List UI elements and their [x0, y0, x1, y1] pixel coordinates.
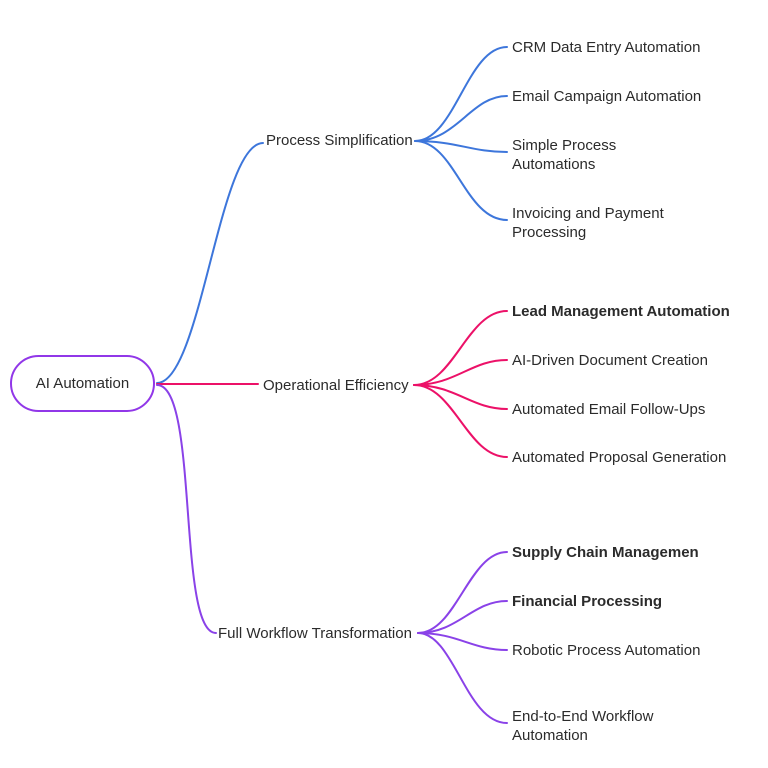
leaf-label-end-to-end-workflow-automation: End-to-End Workflow Automation [512, 708, 654, 744]
edge-full-workflow-end-to-end [417, 632, 508, 724]
branch-label-full-workflow-transformation: Full Workflow Transformation [218, 625, 412, 642]
edge-full-workflow-supply-chain [417, 551, 508, 634]
leaf-label-lead-management-automation: Lead Management Automation [512, 303, 730, 320]
leaf-label-supply-chain-managemen: Supply Chain Managemen [512, 544, 699, 561]
leaf-label-financial-processing: Financial Processing [512, 593, 663, 610]
leaf-label-ai-driven-document-creation: AI-Driven Document Creation [512, 352, 708, 369]
edge-process-simplification-simple-process [414, 140, 508, 153]
edge-operational-efficiency-proposal-generation [413, 384, 508, 458]
leaf-label-simple-process-automations: Simple Process Automations [512, 137, 617, 173]
leaf-label-automated-proposal-generation: Automated Proposal Generation [512, 449, 727, 466]
edge-full-workflow-robotic-process [417, 632, 508, 651]
edge-operational-efficiency-lead-management [413, 310, 508, 386]
edge-process-simplification-crm-data-entry [414, 46, 508, 142]
leaf-label-invoicing-payment-processing: Invoicing and Payment Processing [512, 205, 664, 241]
edge-operational-efficiency-ai-driven-document [413, 359, 508, 386]
edge-process-simplification-email-campaign [414, 95, 508, 142]
leaf-label-email-campaign-automation: Email Campaign Automation [512, 88, 702, 105]
branch-label-process-simplification: Process Simplification [266, 132, 413, 149]
branch-label-operational-efficiency: Operational Efficiency [263, 377, 409, 394]
leaf-label-crm-data-entry-automation: CRM Data Entry Automation [512, 39, 701, 56]
edge-full-workflow-financial-processing [417, 600, 508, 634]
root-node-label: AI Automation [35, 375, 130, 392]
edge-process-simplification-invoicing-payment [414, 140, 508, 221]
root-node: AI Automation [10, 355, 155, 412]
edge-root-full-workflow-transformation [156, 384, 217, 634]
leaf-label-robotic-process-automation: Robotic Process Automation [512, 642, 701, 659]
edge-root-process-simplification [156, 142, 264, 384]
leaf-label-automated-email-follow-ups: Automated Email Follow-Ups [512, 401, 706, 418]
edge-operational-efficiency-email-follow-ups [413, 384, 508, 410]
